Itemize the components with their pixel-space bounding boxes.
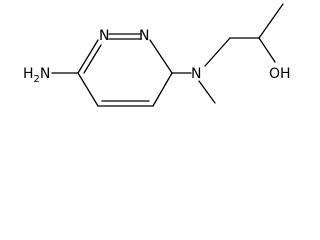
bond-choh-oh: [258, 37, 276, 63]
bond-c3-c4: [152, 72, 173, 107]
amine-nitrogen-label: N: [191, 66, 201, 82]
hydrazine-n-label: N: [40, 66, 50, 82]
bond-c6-n1-inner-double: [83, 44, 102, 74]
hydroxyl-label: OH: [269, 66, 291, 82]
ring-nitrogen-right-label: N: [139, 28, 149, 44]
bond-amine-n-methyl: [198, 80, 216, 104]
ring-nitrogen-left-label: N: [99, 28, 109, 44]
bond-n2-c3: [149, 39, 173, 74]
hydrazine-h-label: H: [23, 66, 34, 82]
bond-c5-c6: [77, 72, 99, 107]
hydrazine-h-subscript: 2: [34, 74, 40, 85]
bond-amine-n-ch2: [204, 37, 231, 67]
bond-choh-ch3: [258, 3, 284, 39]
hydrazine-label: H2N: [23, 66, 50, 85]
bond-c6-n1: [77, 39, 99, 74]
molecule-structure-diagram: H2N N N N OH: [23, 3, 291, 107]
